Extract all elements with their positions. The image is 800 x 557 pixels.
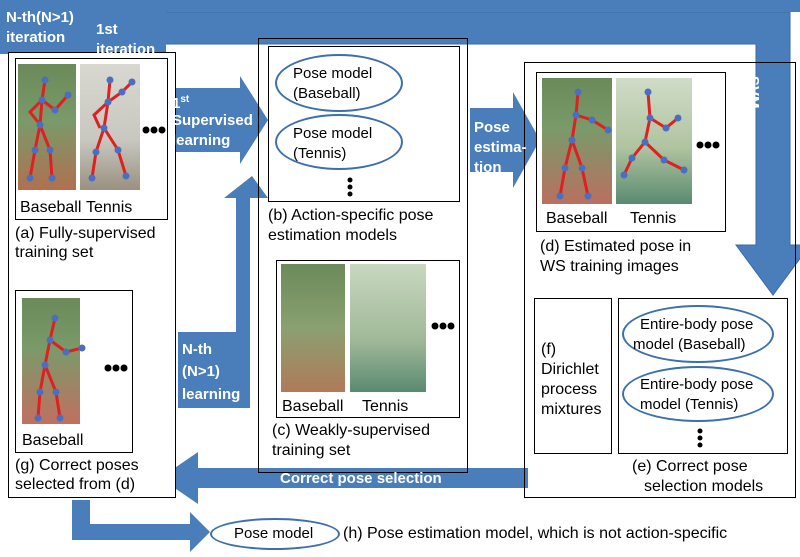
nth-iteration-label: N-th(N>1) [6,9,74,26]
svm-learning-word: learning [727,76,744,135]
b-model2-line1: Pose model [293,125,373,142]
first-iteration-label-2: iteration [96,41,156,58]
f-line-4: mixtures [541,401,602,418]
right-panel [524,62,796,498]
iteration-band-arrow [0,0,800,12]
pose-model-baseball [275,54,403,112]
h-model-label: Pose model [234,525,314,542]
c-label-tennis: Tennis [362,398,409,415]
to-h-arrow [72,500,210,552]
b-caption-2: estimation models [268,227,397,244]
e-model1-line2: model (Baseball) [633,336,746,353]
e-model2-line2: model (Tennis) [640,396,739,413]
baseball-photo-a [18,64,76,190]
g-label-baseball: Baseball [22,432,84,449]
nth-learning-label-2: (N>1) [182,363,220,380]
nth-learning-arrow [178,176,268,408]
g-caption-1: (g) Correct poses [15,457,139,474]
d-caption-2: WS training images [540,258,679,275]
nth-learning-label-3: learning [182,386,241,403]
b-caption-1: (b) Action-specific pose [268,207,434,224]
d-caption-1: (d) Estimated pose in [540,238,692,255]
pose-estimation-label-2: estima- [474,139,527,156]
supervised-learning-arrow [165,76,268,164]
tennis-photo-a [80,64,140,190]
h-caption: (h) Pose estimation model, which is not … [343,525,728,542]
b-model2-line2: (Tennis) [293,145,347,162]
supervised-label-1: 1st [172,94,190,112]
e-caption-2: selection models [644,478,764,495]
supervised-label-3: learning [172,132,231,149]
f-line-3: process [541,381,598,398]
e-caption-1: (e) Correct pose [632,458,748,475]
c-label-baseball: Baseball [282,398,344,415]
middle-panel [258,38,468,473]
tennis-photo-c [350,264,426,392]
pose-estimation-label-3: tion [474,159,502,176]
baseball-photo-c [281,264,345,392]
pose-estimation-label-1: Pose [474,119,510,136]
d-label-baseball: Baseball [546,210,608,227]
pose-estimation-arrow [470,92,540,188]
g-caption-2: selected from (d) [15,476,136,493]
pose-model-h [210,518,340,550]
a-label-tennis: Tennis [86,199,133,216]
e-model1-line1: Entire-body pose [640,316,754,333]
e-model2-line1: Entire-body pose [640,376,754,393]
a-label-baseball: Baseball [20,199,82,216]
f-line-1: (f) [541,341,557,358]
b-model1-line2: (Baseball) [293,85,361,102]
pose-model-tennis [275,114,403,170]
entire-body-model-baseball [622,305,774,363]
tennis-photo-d [616,78,692,204]
correct-selection-arrow [160,452,528,504]
nth-iteration-label-2: iteration [6,29,66,46]
svm-word: SVM [745,76,762,109]
baseball-photo-g [22,298,80,424]
panel-f [534,298,612,454]
b-model1-line1: Pose model [293,65,373,82]
first-iteration-band [88,0,166,58]
baseball-photo-d [542,78,612,204]
supervised-label-2: Supervised [172,112,253,129]
a-caption-1: (a) Fully-supervised [15,225,156,242]
nth-iteration-band [0,0,88,54]
nth-learning-label-1: N-th [182,341,212,358]
a-caption-2: training set [15,244,94,261]
d-label-tennis: Tennis [630,210,677,227]
correct-selection-label: Correct pose selection [280,470,442,487]
f-line-2: Dirichlet [541,361,599,378]
c-caption-1: (c) Weakly-supervised [272,422,430,439]
entire-body-model-tennis [622,366,774,422]
first-iteration-label: 1st [96,21,118,38]
c-caption-2: training set [272,442,351,459]
